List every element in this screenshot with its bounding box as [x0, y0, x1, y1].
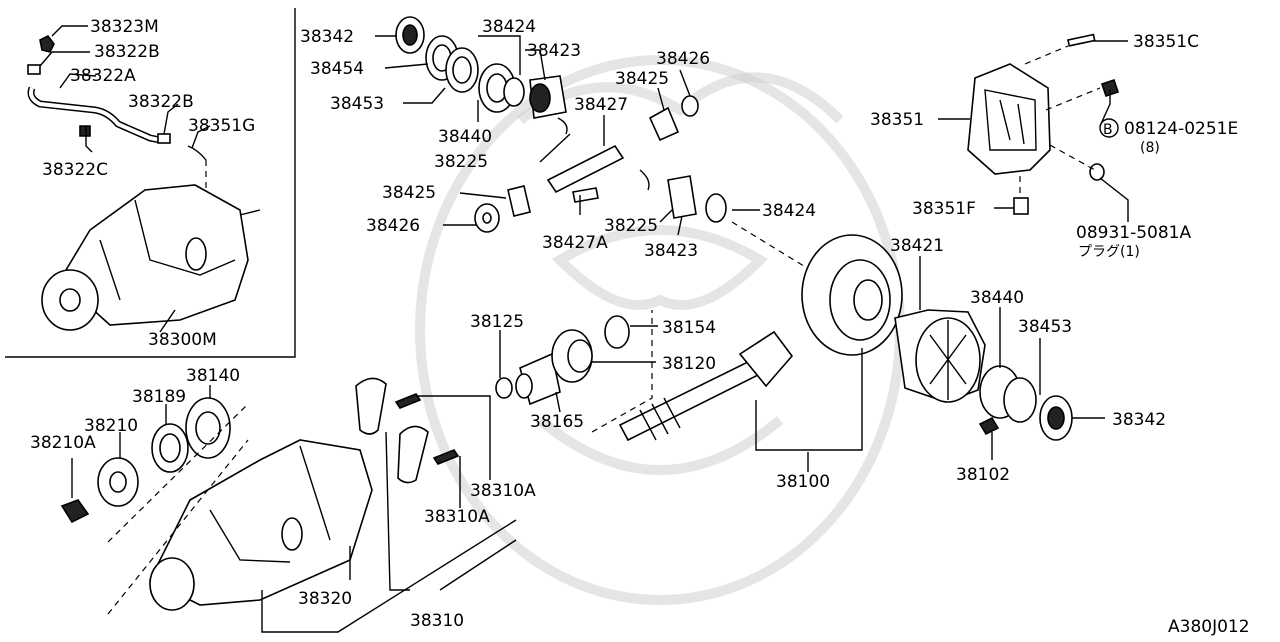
label-38426-a: 38426: [656, 49, 710, 69]
label-08124-mark: B: [1103, 122, 1113, 138]
center-leaders: [499, 310, 863, 472]
pinion-shafts: [546, 117, 650, 203]
rear-diff-housing-assembly: [41, 184, 261, 331]
label-38427A: 38427A: [542, 233, 608, 253]
label-38424-b: 38424: [762, 201, 816, 221]
label-38342-b: 38342: [1112, 410, 1166, 430]
label-38425-a: 38425: [615, 69, 669, 89]
label-08124-qty: (8): [1140, 140, 1160, 156]
rear-cover: [967, 33, 1120, 215]
label-38427: 38427: [574, 95, 628, 115]
label-38453-a: 38453: [330, 94, 384, 114]
bottom-leaders: [71, 385, 517, 633]
label-38423-b: 38423: [644, 241, 698, 261]
label-38323M: 38323M: [90, 17, 159, 37]
bolt-circle-marker: [1099, 118, 1119, 138]
label-38225-b: 38225: [604, 216, 658, 236]
label-38189: 38189: [132, 387, 186, 407]
label-38424-a: 38424: [482, 17, 536, 37]
label-38102: 38102: [956, 465, 1010, 485]
differential-case: [894, 309, 1073, 441]
label-38120: 38120: [662, 354, 716, 374]
ring-gear: [801, 234, 903, 356]
label-38310: 38310: [410, 611, 464, 631]
top-leaders: [375, 35, 831, 283]
label-38351F: 38351F: [912, 199, 976, 219]
label-38322A: 38322A: [70, 66, 136, 86]
label-38125: 38125: [470, 312, 524, 332]
companion-flange-parts: [60, 397, 231, 524]
inset-leaders: [39, 25, 211, 333]
diagram-code: A380J012: [1168, 617, 1250, 637]
right-leaders: [919, 256, 1105, 460]
label-38454: 38454: [310, 59, 364, 79]
label-38310A-b: 38310A: [424, 507, 490, 527]
label-38342-a: 38342: [300, 27, 354, 47]
label-08931-plug: プラグ(1): [1078, 244, 1140, 260]
label-38421: 38421: [890, 236, 944, 256]
label-38225-a: 38225: [434, 152, 488, 172]
label-38154: 38154: [662, 318, 716, 338]
label-08124-0251E: 08124-0251E: [1124, 119, 1238, 139]
label-38351: 38351: [870, 110, 924, 130]
drive-pinion: [618, 330, 794, 442]
breather-parts: [27, 34, 207, 161]
label-38351C: 38351C: [1133, 32, 1199, 52]
label-38140: 38140: [186, 366, 240, 386]
cover-leaders: [938, 40, 1129, 222]
label-38425-b: 38425: [382, 183, 436, 203]
label-38310A-a: 38310A: [470, 481, 536, 501]
label-38453-b: 38453: [1018, 317, 1072, 337]
label-38165: 38165: [530, 412, 584, 432]
part-labels: 38323M 38322B 38322A 38322B 38351G 38322…: [30, 17, 1250, 637]
label-38322B-b: 38322B: [128, 92, 194, 112]
label-38100: 38100: [776, 472, 830, 492]
label-38351G: 38351G: [188, 116, 255, 136]
label-38423-a: 38423: [527, 41, 581, 61]
label-38322C: 38322C: [42, 160, 108, 180]
label-38440-a: 38440: [438, 127, 492, 147]
final-drive-housing: [148, 439, 373, 611]
side-bearing-left: [395, 16, 567, 119]
label-08931-5081A: 08931-5081A: [1076, 223, 1191, 243]
label-38426-b: 38426: [366, 216, 420, 236]
pinion-mate-gears: [474, 95, 727, 233]
label-38300M: 38300M: [148, 330, 217, 350]
inset-frame: [5, 8, 296, 358]
pinion-bearing-parts: [495, 315, 630, 406]
mounting-brackets: [355, 377, 460, 484]
label-38210: 38210: [84, 416, 138, 436]
label-38320: 38320: [298, 589, 352, 609]
label-38440-b: 38440: [970, 288, 1024, 308]
label-38322B-a: 38322B: [94, 42, 160, 62]
label-38210A: 38210A: [30, 433, 96, 453]
